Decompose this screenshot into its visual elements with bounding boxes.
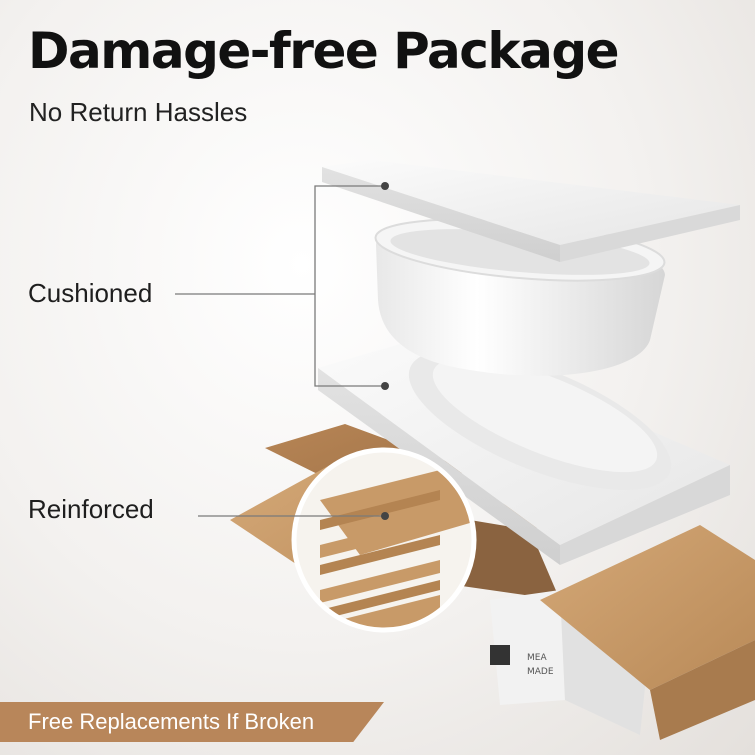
free-replacements-banner: Free Replacements If Broken [0,702,384,742]
page-subtitle: No Return Hassles [29,97,248,127]
cushion-bottom-marker [381,382,389,390]
reinforced-label: Reinforced [28,494,154,524]
foam-top-lid [322,160,740,262]
cushioned-label: Cushioned [28,278,153,308]
reinforced-marker [381,512,389,520]
box-print-line1: MEA [527,653,547,663]
warning-label-icon [490,645,510,665]
box-print-line2: MADE [527,667,554,677]
cushion-top-marker [381,182,389,190]
page-title: Damage-free Package [28,22,620,80]
callout-leader-lines [175,185,385,517]
white-box-body [490,590,565,705]
reinforced-zoom-circle [291,447,477,633]
